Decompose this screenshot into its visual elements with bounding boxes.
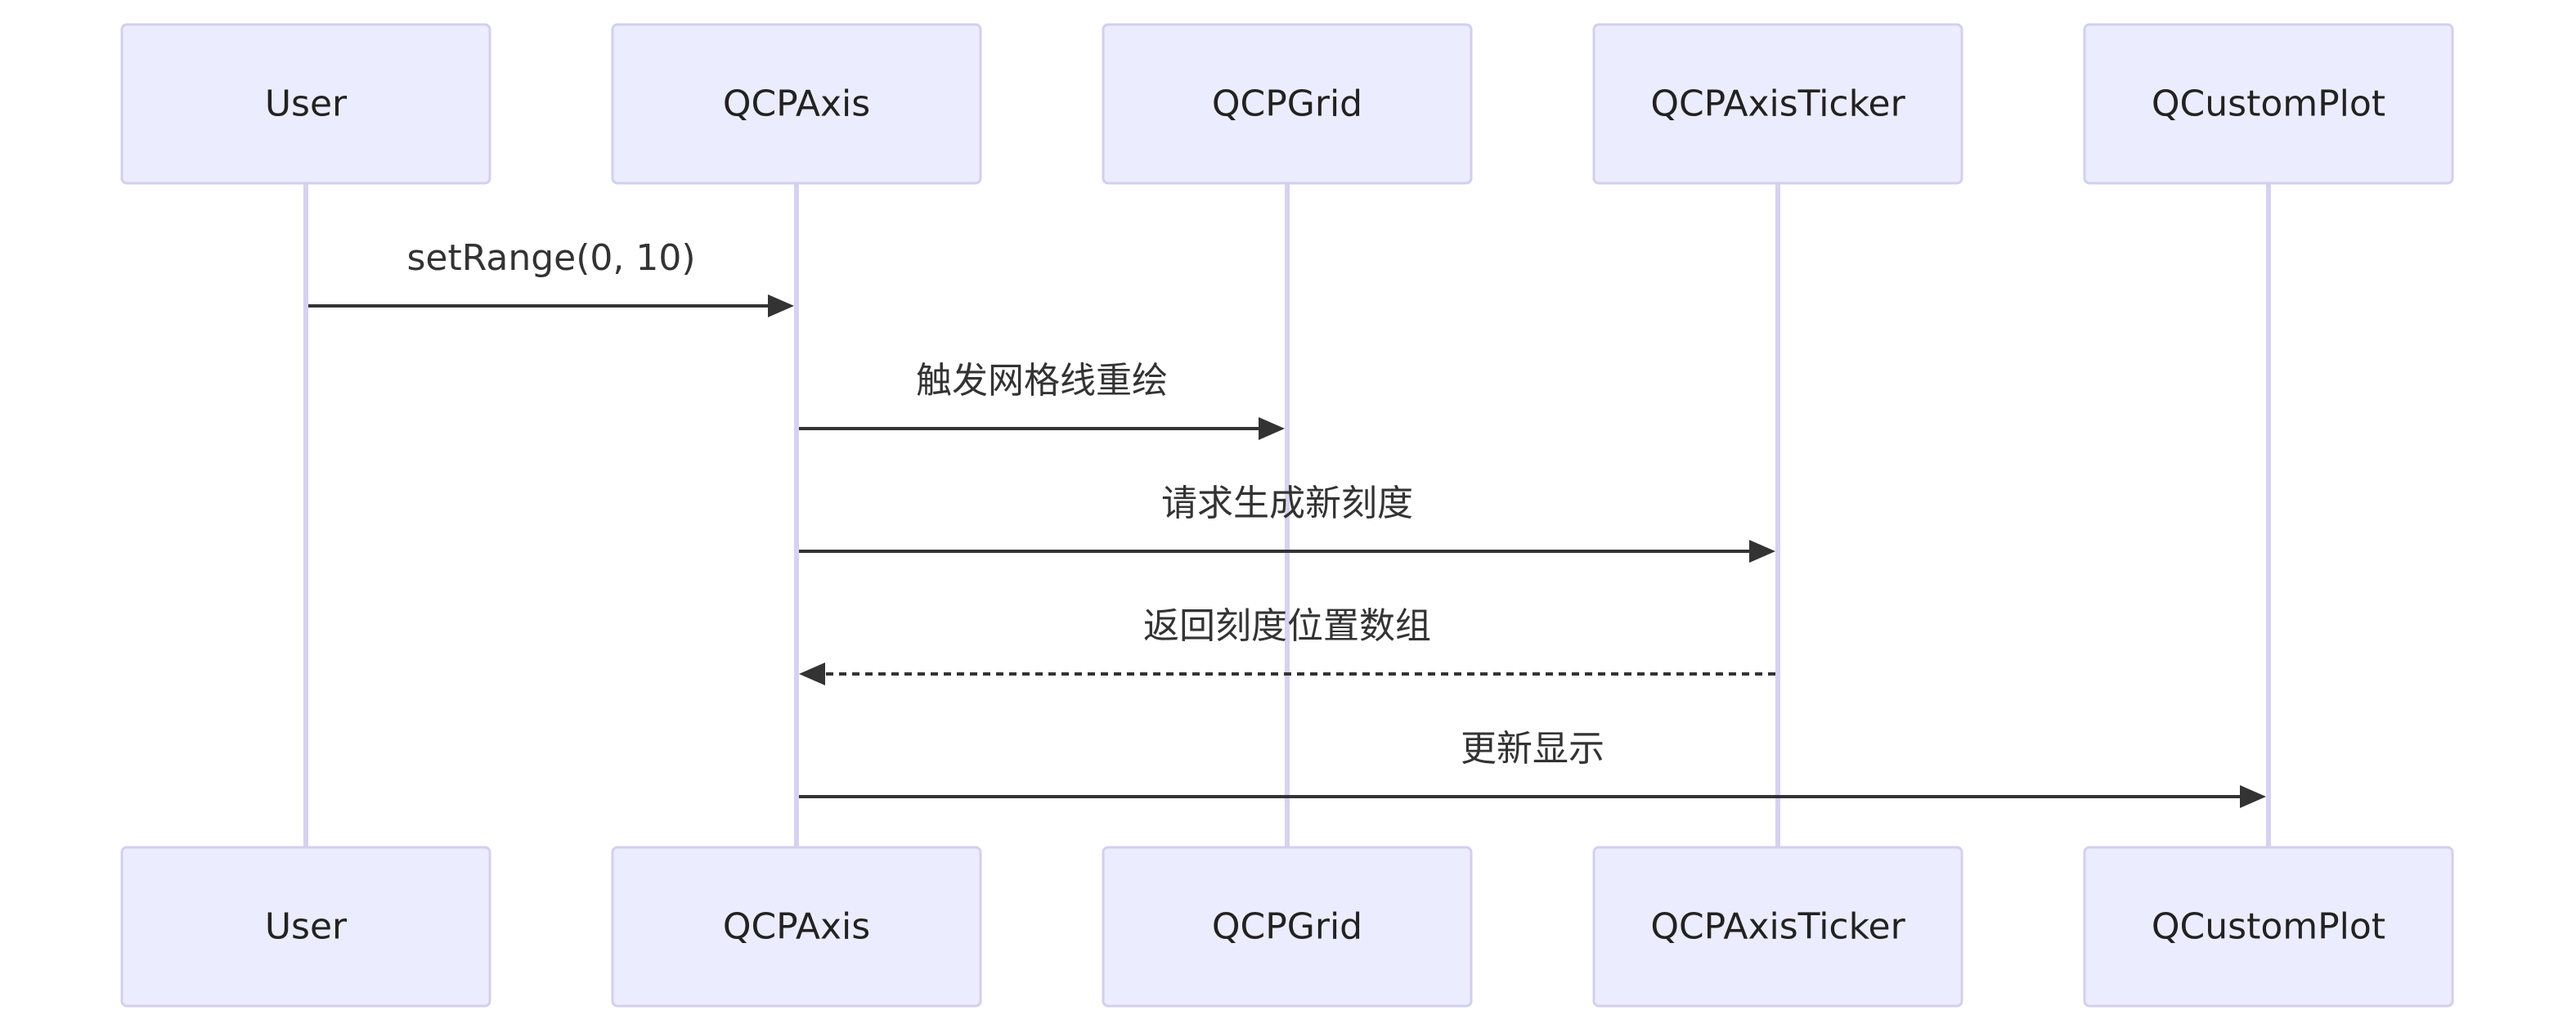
actor-bottom-qcustomplot: QCustomPlot bbox=[2083, 846, 2454, 1008]
message-2: 触发网格线重绘 bbox=[799, 360, 1285, 440]
message-label: 请求生成新刻度 bbox=[1161, 483, 1413, 524]
arrowhead bbox=[768, 294, 794, 317]
message-1: setRange(0, 10) bbox=[308, 237, 794, 317]
actor-label: User bbox=[265, 906, 348, 948]
actor-box bbox=[2083, 846, 2454, 1008]
message-label: setRange(0, 10) bbox=[407, 237, 696, 279]
message-label: 更新显示 bbox=[1461, 728, 1604, 770]
message-3: 请求生成新刻度 bbox=[799, 483, 1775, 563]
message-label: 返回刻度位置数组 bbox=[1143, 605, 1431, 647]
actor-box bbox=[1102, 846, 1473, 1008]
actor-box bbox=[1102, 23, 1473, 185]
actor-box bbox=[611, 23, 982, 185]
actor-box bbox=[1592, 23, 1963, 185]
actors-bottom: User QCPAxis QCPGrid QCPAxisTicker QCustomPl… bbox=[120, 846, 2454, 1008]
actor-top-qcpaxisticker: QCPAxisTicker bbox=[1592, 23, 1963, 185]
actor-bottom-qcpaxisticker: QCPAxisTicker bbox=[1592, 846, 1963, 1008]
actor-label: QCPGrid bbox=[1212, 83, 1362, 125]
message-label: 触发网格线重绘 bbox=[916, 360, 1168, 402]
actor-label: QCPAxis bbox=[723, 906, 870, 948]
actor-bottom-qcpgrid: QCPGrid bbox=[1102, 846, 1473, 1008]
actor-box bbox=[2083, 23, 2454, 185]
actor-label: QCPAxisTicker bbox=[1650, 83, 1905, 125]
arrowhead bbox=[2240, 785, 2266, 808]
actor-box bbox=[120, 23, 491, 185]
actor-label: QCPAxis bbox=[723, 83, 870, 125]
actor-bottom-user: User bbox=[120, 846, 491, 1008]
actor-box bbox=[611, 846, 982, 1008]
messages: setRange(0, 10) 触发网格线重绘请求生成新刻度返回刻度位置数组更新显… bbox=[308, 237, 2266, 808]
actor-label: QCPAxisTicker bbox=[1650, 906, 1905, 948]
actor-label: QCustomPlot bbox=[2152, 83, 2385, 125]
actor-label: User bbox=[265, 83, 348, 125]
arrowhead bbox=[799, 662, 825, 685]
actor-top-qcustomplot: QCustomPlot bbox=[2083, 23, 2454, 185]
message-5: 更新显示 bbox=[799, 728, 2266, 808]
message-4: 返回刻度位置数组 bbox=[799, 605, 1775, 685]
actor-top-qcpaxis: QCPAxis bbox=[611, 23, 982, 185]
arrowhead bbox=[1259, 417, 1285, 440]
actor-label: QCustomPlot bbox=[2152, 906, 2385, 948]
lifelines bbox=[303, 183, 2271, 847]
actor-top-qcpgrid: QCPGrid bbox=[1102, 23, 1473, 185]
actor-box bbox=[120, 846, 491, 1008]
actor-label: QCPGrid bbox=[1212, 906, 1362, 948]
actor-box bbox=[1592, 846, 1963, 1008]
arrowhead bbox=[1749, 540, 1775, 563]
actors-top: User QCPAxis QCPGrid QCPAxisTicker QCustomPl… bbox=[120, 23, 2454, 185]
actor-top-user: User bbox=[120, 23, 491, 185]
actor-bottom-qcpaxis: QCPAxis bbox=[611, 846, 982, 1008]
